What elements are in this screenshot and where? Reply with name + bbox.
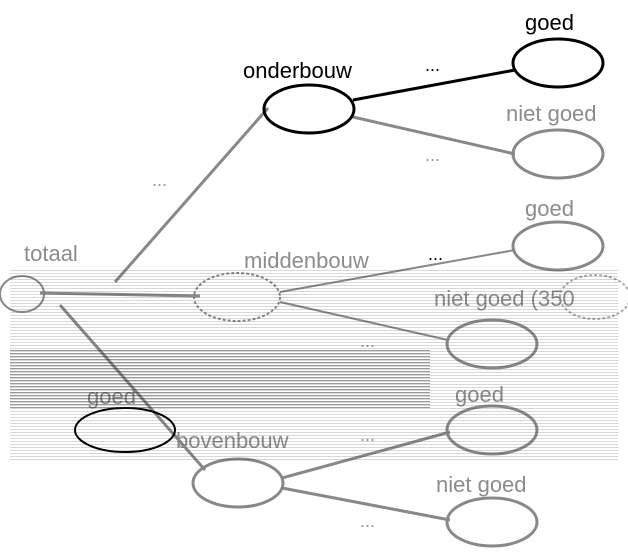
edge-onderbouw-goed: [352, 68, 516, 102]
label-root: totaal: [24, 241, 78, 266]
edge-onderbouw-niet-goed: [352, 115, 516, 156]
label-onder-goed: goed: [525, 10, 574, 35]
label-middenbouw: middenbouw: [244, 248, 369, 273]
edge-middenbouw-niet-goed: [279, 301, 449, 341]
label-ghost: goed: [87, 384, 136, 409]
label-bovenbouw: bovenbouw: [176, 428, 289, 453]
edge-root-middenbouw: [39, 291, 201, 298]
edge-bovenbouw-niet-goed: [281, 486, 451, 522]
ellipsis-bovenbouw-goed: ...: [360, 425, 375, 445]
node-boven-niet-goed: [445, 496, 539, 548]
node-boven-goed: [445, 404, 539, 456]
label-midden-niet-goed: niet goed (350: [434, 286, 575, 311]
label-boven-goed: goed: [455, 382, 504, 407]
label-midden-goed: goed: [525, 196, 574, 221]
label-onderbouw: onderbouw: [243, 58, 352, 83]
node-midden-niet-goed-ghost: [559, 274, 628, 320]
edge-root-bovenbouw: [58, 304, 207, 471]
edge-root-onderbouw: [113, 107, 270, 283]
node-ghost: [74, 407, 176, 453]
label-onder-niet-goed: niet goed: [506, 101, 597, 126]
ellipsis-middenbouw-goed: ...: [428, 244, 443, 264]
ellipsis-bovenbouw-niet-goed: ...: [360, 511, 375, 531]
node-onder-niet-goed: [511, 128, 605, 180]
edge-middenbouw-goed: [279, 249, 516, 293]
label-boven-niet-goed: niet goed: [436, 472, 527, 497]
node-middenbouw: [193, 272, 281, 322]
ellipsis-onderbouw-goed: ...: [425, 55, 440, 75]
ellipsis-root-onderbouw: ...: [152, 170, 167, 190]
ellipsis-middenbouw-niet-goed: ...: [360, 331, 375, 351]
node-midden-niet-goed: [445, 318, 539, 370]
node-root: [0, 275, 45, 313]
node-onder-goed: [511, 37, 605, 89]
node-onderbouw: [262, 83, 356, 135]
node-midden-goed: [511, 220, 605, 272]
edge-bovenbouw-goed: [281, 430, 451, 480]
ellipsis-onderbouw-niet-goed: ...: [425, 145, 440, 165]
node-bovenbouw: [191, 457, 285, 509]
